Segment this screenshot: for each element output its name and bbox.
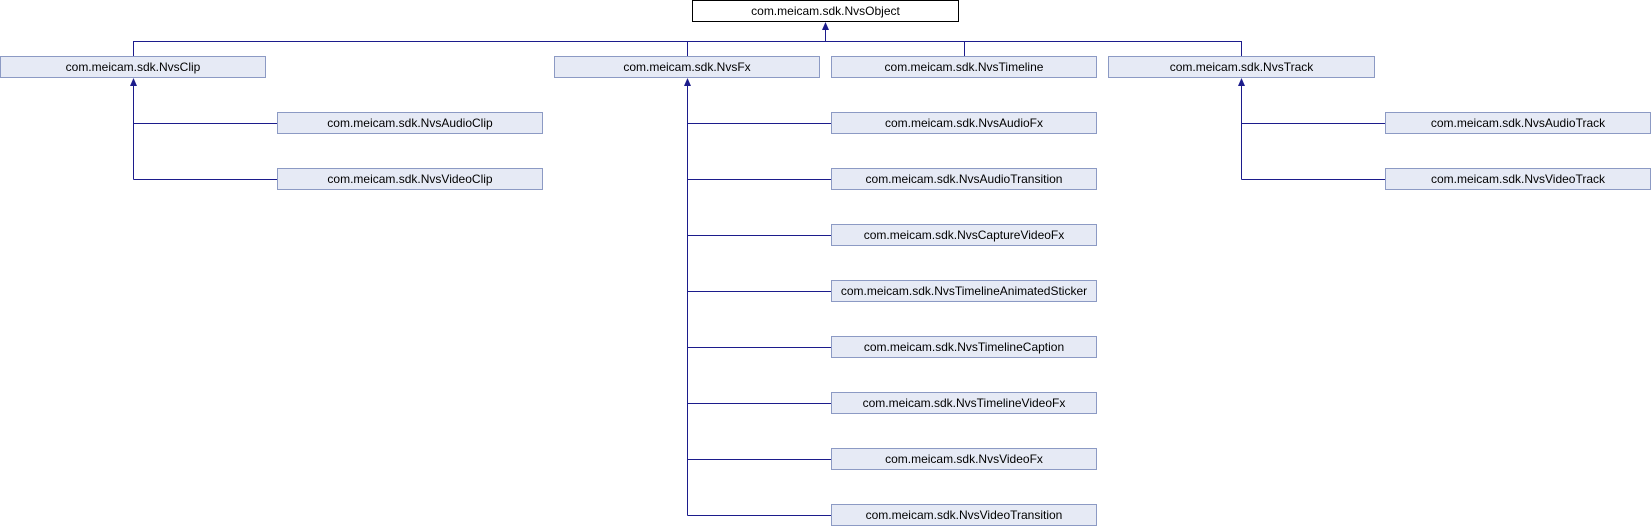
edge-nvs-clip-arrow (130, 78, 137, 86)
node-nvs-capture-video-fx[interactable]: com.meicam.sdk.NvsCaptureVideoFx (831, 224, 1097, 246)
node-nvs-audio-transition[interactable]: com.meicam.sdk.NvsAudioTransition (831, 168, 1097, 190)
node-nvs-timeline-caption[interactable]: com.meicam.sdk.NvsTimelineCaption (831, 336, 1097, 358)
edge-nvs-fx-arrow (684, 78, 691, 86)
node-nvs-video-transition[interactable]: com.meicam.sdk.NvsVideoTransition (831, 504, 1097, 526)
node-nvs-audio-track[interactable]: com.meicam.sdk.NvsAudioTrack (1385, 112, 1651, 134)
node-nvs-video-fx[interactable]: com.meicam.sdk.NvsVideoFx (831, 448, 1097, 470)
node-nvs-video-clip[interactable]: com.meicam.sdk.NvsVideoClip (277, 168, 543, 190)
node-nvs-timeline-video-fx[interactable]: com.meicam.sdk.NvsTimelineVideoFx (831, 392, 1097, 414)
node-nvs-fx[interactable]: com.meicam.sdk.NvsFx (554, 56, 820, 78)
node-nvs-audio-clip[interactable]: com.meicam.sdk.NvsAudioClip (277, 112, 543, 134)
edge-nvs-track-arrow (1238, 78, 1245, 86)
node-nvs-clip[interactable]: com.meicam.sdk.NvsClip (0, 56, 266, 78)
node-nvs-track[interactable]: com.meicam.sdk.NvsTrack (1108, 56, 1375, 78)
node-nvs-timeline[interactable]: com.meicam.sdk.NvsTimeline (831, 56, 1097, 78)
node-nvs-audio-fx[interactable]: com.meicam.sdk.NvsAudioFx (831, 112, 1097, 134)
node-nvs-object: com.meicam.sdk.NvsObject (692, 0, 959, 22)
arrow-to-nvs-object (822, 22, 829, 30)
node-nvs-video-track[interactable]: com.meicam.sdk.NvsVideoTrack (1385, 168, 1651, 190)
node-nvs-timeline-animated-sticker[interactable]: com.meicam.sdk.NvsTimelineAnimatedSticke… (831, 280, 1097, 302)
